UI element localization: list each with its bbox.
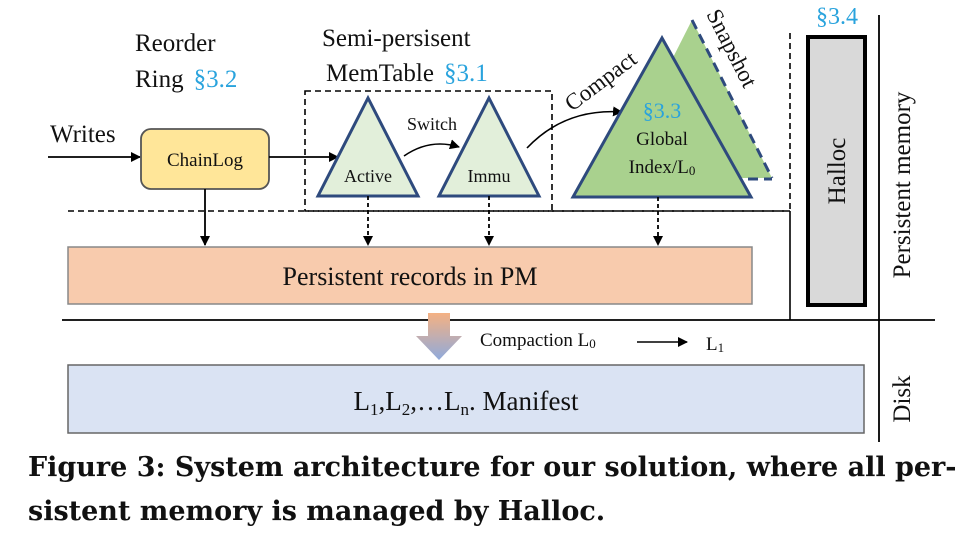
memtable-label-line2: MemTable§3.1 <box>326 60 488 87</box>
manifest-box <box>67 364 865 434</box>
memtable-label-line1: Semi-persisent <box>322 25 471 52</box>
persistent-records-label: Persistent records in PM <box>283 262 538 291</box>
memtable-section-ref: §3.1 <box>444 60 488 87</box>
halloc-box <box>806 35 867 307</box>
snapshot-dashed-edge <box>690 19 774 179</box>
caption-line-2: sistent memory is managed by Halloc. <box>28 496 606 527</box>
persistent-memory-label: Persistent memory <box>889 91 916 278</box>
compaction-target-label: L1 <box>706 334 724 355</box>
chainlog-label: ChainLog <box>167 150 243 171</box>
halloc-label: Halloc <box>824 138 851 205</box>
global-section-ref: §3.3 <box>643 98 682 123</box>
global-label-line2: Index/L0 <box>629 157 696 178</box>
switch-arrow <box>403 139 460 157</box>
switch-label: Switch <box>407 114 457 134</box>
halloc-section-ref: §3.4 <box>816 4 858 30</box>
reorder-ring-label-line2: Ring§3.2 <box>135 66 237 93</box>
disk-label: Disk <box>889 375 916 423</box>
active-label: Active <box>344 166 392 186</box>
persistent-records-box <box>67 246 753 305</box>
caption-line-1: Figure 3: System architecture for our so… <box>28 452 957 483</box>
manifest-label: L1,L2,…Ln. Manifest <box>354 386 579 419</box>
compaction-block-arrow <box>416 313 462 360</box>
global-index-triangle <box>570 34 754 199</box>
writes-label: Writes <box>50 121 116 148</box>
compact-arrow <box>526 106 623 149</box>
figure-caption: Figure 3: System architecture for our so… <box>28 446 957 534</box>
immu-label: Immu <box>468 166 511 186</box>
global-label-line1: Global <box>636 129 688 150</box>
reorder-ring-section-ref: §3.2 <box>194 66 238 93</box>
compaction-label: Compaction L0 <box>480 330 596 351</box>
reorder-ring-label-line1: Reorder <box>135 30 216 57</box>
